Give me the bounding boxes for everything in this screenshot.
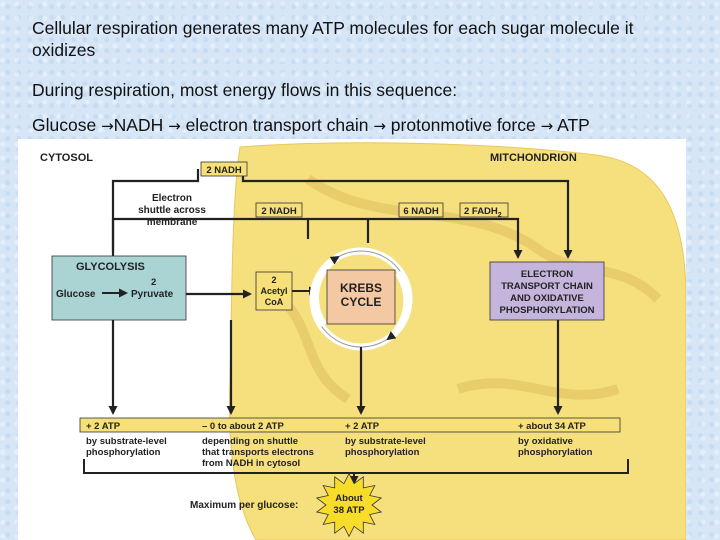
krebs-label-line2: CYCLE xyxy=(341,295,382,309)
sequence-intro: During respiration, most energy flows in… xyxy=(32,80,458,100)
nadh-shuttle-box xyxy=(255,202,303,218)
seq-glucose: Glucose xyxy=(32,115,97,135)
arrow-right-icon: → xyxy=(101,117,114,135)
nadh-top-box xyxy=(200,161,248,177)
glycolysis-pyruvate: Pyruvate xyxy=(131,289,174,300)
nadh-krebs-label: 6 NADH xyxy=(403,206,439,217)
atp-yield-description: phosphorylation xyxy=(86,447,161,458)
atp-yield-description: that transports electrons xyxy=(202,447,314,458)
arrow-right-icon: → xyxy=(540,117,554,135)
nadh-top-label: 2 NADH xyxy=(206,165,242,176)
etc-box xyxy=(489,261,605,321)
atp-yield-bar xyxy=(79,417,621,433)
arrow-right-icon: → xyxy=(373,117,386,135)
atp-yield-description: by substrate-level xyxy=(86,436,167,447)
acetyl-label-line2: Acetyl xyxy=(260,286,287,296)
atp-yield-amount: + 2 ATP xyxy=(345,421,380,432)
seq-atp: ATP xyxy=(557,115,590,135)
nadh-shuttle-label: 2 NADH xyxy=(261,206,297,217)
atp-yield-description: phosphorylation xyxy=(345,447,420,458)
glycolysis-box xyxy=(51,255,187,321)
max-per-glucose-label: Maximum per glucose: xyxy=(190,500,298,511)
mitochondrion-shape xyxy=(229,142,686,540)
nadh-route-line xyxy=(111,169,200,251)
atp-yield-amount: + 2 ATP xyxy=(86,421,121,432)
etc-label-line3: AND OXIDATIVE xyxy=(510,293,584,304)
energy-flow-sequence: Glucose →NADH → electron transport chain… xyxy=(32,114,590,137)
krebs-label-line1: KREBS xyxy=(340,281,382,295)
seq-etc: electron transport chain xyxy=(185,115,369,135)
shuttle-label-line3: membrane xyxy=(147,217,198,228)
acetyl-label-line3: CoA xyxy=(265,297,284,307)
fadh2-label: 2 FADH2 xyxy=(464,206,502,219)
atp-yield-amount: + about 34 ATP xyxy=(518,421,586,432)
shuttle-label-line2: shuttle across xyxy=(138,205,206,216)
arrow-right-icon: → xyxy=(168,117,181,135)
atp-yield-amount: – 0 to about 2 ATP xyxy=(202,421,284,432)
glycolysis-glucose: Glucose xyxy=(56,289,96,300)
etc-label-line2: TRANSPORT CHAIN xyxy=(501,281,593,292)
krebs-box xyxy=(326,269,396,325)
slide-heading: Cellular respiration generates many ATP … xyxy=(32,18,634,60)
cristae-fold xyxy=(305,174,662,303)
shuttle-label-line1: Electron xyxy=(152,193,192,204)
cellular-respiration-diagram: CYTOSOL MITCHONDRION 2 NADH Electron shu… xyxy=(18,139,686,540)
cytosol-label: CYTOSOL xyxy=(40,152,93,164)
etc-label-line4: PHOSPHORYLATION xyxy=(499,305,594,316)
nadh-krebs-box xyxy=(398,202,444,218)
fadh2-box xyxy=(459,202,509,218)
atp-yield-description: from NADH in cytosol xyxy=(202,458,300,469)
max-atp-starburst xyxy=(315,472,383,538)
max-atp-line1: About xyxy=(335,493,363,504)
max-atp-line2: 38 ATP xyxy=(333,505,365,516)
cristae-fold xyxy=(456,378,620,400)
fadh2-label-subscript: 2 xyxy=(498,212,502,219)
etc-label-line1: ELECTRON xyxy=(521,269,573,280)
mitochondrion-label: MITCHONDRION xyxy=(490,152,577,164)
shuttle-to-etc-arrow xyxy=(308,217,523,259)
atp-yield-description: by oxidative xyxy=(518,436,573,447)
glycolysis-title: GLYCOLYSIS xyxy=(76,261,145,273)
krebs-cycle-arrow xyxy=(311,254,340,327)
atp-yield-description: by substrate-level xyxy=(345,436,426,447)
shuttle-route-line xyxy=(111,217,310,259)
atp-yield-description: depending on shuttle xyxy=(202,436,298,447)
total-bracket xyxy=(83,459,629,474)
seq-protonmotive-force: protonmotive force xyxy=(390,115,536,135)
glycolysis-two: 2 xyxy=(151,277,156,288)
atp-yield-description: phosphorylation xyxy=(518,447,593,458)
acetyl-label-line1: 2 xyxy=(271,275,276,285)
krebs-cycle-arrow xyxy=(385,270,411,342)
seq-nadh: NADH xyxy=(113,115,164,135)
fadh2-label-base: 2 FADH xyxy=(464,206,498,217)
